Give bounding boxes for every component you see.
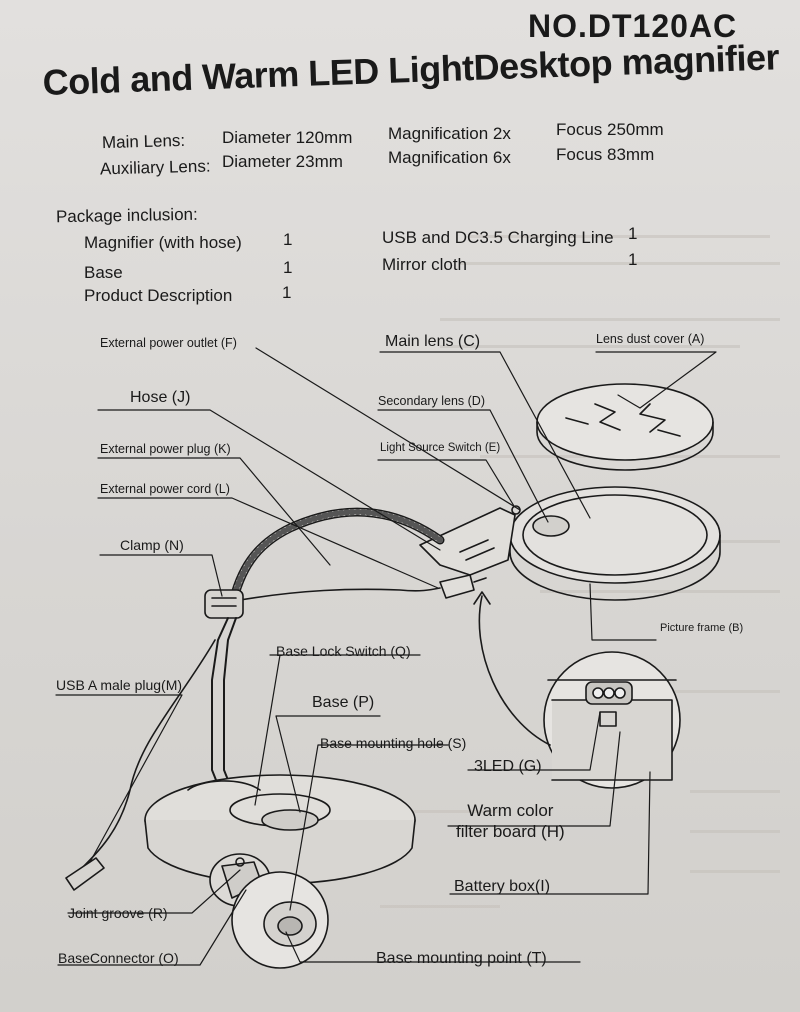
main-lens-focus: Focus 250mm [556,120,664,139]
label-filter-board: Warm color filter board (H) [456,801,565,841]
gooseneck-hose [227,507,445,611]
label-clamp: Clamp (N) [120,537,184,553]
label-hose: Hose (J) [130,389,191,406]
label-main-lens: Main lens (C) [385,333,481,350]
label-picture-frame: Picture frame (B) [660,622,744,634]
package-item-name: Magnifier (with hose) [84,233,242,252]
package-item-qty: 1 [628,250,638,269]
label-battery-box: Battery box(I) [454,878,551,895]
aux-lens-focus: Focus 83mm [556,145,655,164]
label-external-power-cord: External power cord (L) [100,482,230,496]
package-heading: Package inclusion: [55,204,198,227]
label-secondary-lens: Secondary lens (D) [378,394,485,408]
package-item-qty: 1 [282,283,292,302]
usb-cable [65,639,216,891]
base-mounting-point-detail [231,871,329,969]
main-lens-diameter: Diameter 120mm [222,128,353,147]
label-3led: 3LED (G) [474,758,542,775]
lens-head [419,486,721,601]
label-lens-dust-cover: Lens dust cover (A) [596,332,705,346]
leader-lines [55,347,717,966]
lens-dust-cover [536,383,714,471]
label-usb-plug: USB A male plug(M) [56,677,183,693]
package-item-name: Mirror cloth [382,255,468,274]
package-item-qty: 1 [283,258,293,277]
package-item-name: Base [84,263,123,282]
package-item-name: Product Description [84,286,233,305]
detail-arrow [473,591,551,746]
main-lens-magnification: Magnification 2x [388,124,511,143]
package-item-name: USB and DC3.5 Charging Line [382,228,614,247]
label-base-lock-switch: Base Lock Switch (Q) [276,643,411,659]
package-item-qty: 1 [283,230,293,249]
label-base-mounting-point: Base mounting point (T) [376,950,547,967]
aux-lens-diameter: Diameter 23mm [222,152,343,171]
power-cord [239,574,487,601]
label-light-source-switch: Light Source Switch (E) [380,442,501,454]
package-item-qty: 1 [628,224,638,243]
label-base: Base (P) [312,694,375,711]
label-joint-groove: Joint groove (R) [68,905,168,921]
label-base-mounting-hole: Base mounting hole (S) [320,735,467,751]
label-external-power-outlet: External power outlet (F) [100,336,237,350]
aux-lens-label: Auxiliary Lens: [99,156,211,179]
model-number: NO.DT120AC [528,8,738,44]
clamp [204,589,244,619]
label-external-power-plug: External power plug (K) [100,442,231,456]
label-base-connector: BaseConnector (O) [58,950,179,966]
stem [211,617,237,796]
aux-lens-magnification: Magnification 6x [388,148,511,167]
battery-box-detail [543,651,681,789]
main-lens-label: Main Lens: [101,130,186,153]
base [144,774,416,885]
